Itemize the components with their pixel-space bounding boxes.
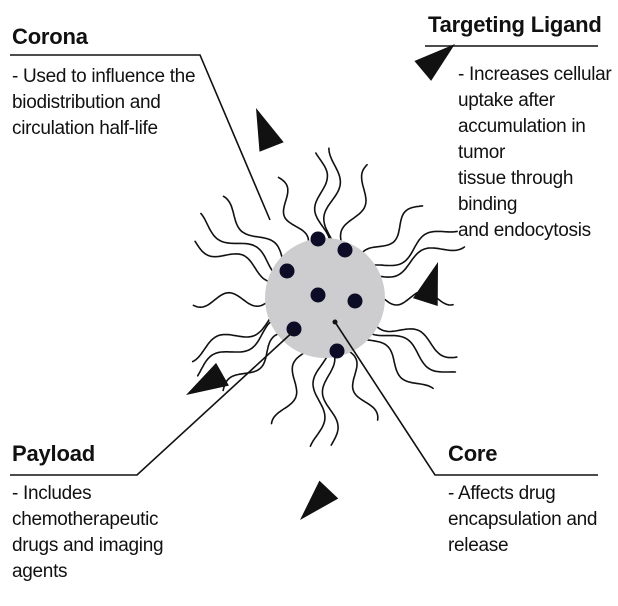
ligand-strand <box>224 196 283 258</box>
targeting-desc-line: uptake after <box>458 88 618 114</box>
payload-description: - Includes chemotherapeutic drugs and im… <box>12 481 163 585</box>
core-description: - Affects drug encapsulation and release <box>448 481 597 559</box>
targeting-ligand-description: - Increases cellular uptake after accumu… <box>458 62 618 244</box>
targeting-desc-line: and endocytosis <box>458 218 618 244</box>
ligand-strand <box>223 334 279 391</box>
targeting-ligand-title: Targeting Ligand <box>428 12 602 38</box>
ligand-strand <box>379 247 465 277</box>
corona-label: Corona - Used to influence the biodistri… <box>12 24 195 142</box>
payload-desc-line: drugs and imaging <box>12 533 163 559</box>
ligand-strand <box>279 177 309 242</box>
core-desc-line: - Affects drug <box>448 481 597 507</box>
core-leader-dot <box>333 320 338 325</box>
targeting-desc-line: tissue through binding <box>458 166 618 218</box>
corona-title: Corona <box>12 24 195 50</box>
payload-dot <box>348 294 363 309</box>
payload-desc-line: agents <box>12 559 163 585</box>
core-label: Core - Affects drug encapsulation and re… <box>448 441 597 559</box>
ligand-strand <box>349 351 378 420</box>
ligand-strand <box>272 352 305 423</box>
payload-desc-line: chemotherapeutic <box>12 507 163 533</box>
ligand-strand <box>362 206 422 253</box>
arrowhead-icon <box>414 44 455 81</box>
core-title: Core <box>448 441 597 467</box>
targeting-desc-line: accumulation in tumor <box>458 114 618 166</box>
arrowhead-icon <box>256 108 284 152</box>
ligand-strand <box>366 340 434 389</box>
payload-dot <box>280 264 295 279</box>
arrowhead-icon <box>300 481 338 520</box>
core-desc-line: encapsulation and <box>448 507 597 533</box>
ligand-strand <box>324 148 341 240</box>
ligand-strand <box>322 356 338 446</box>
payload-dot <box>330 344 345 359</box>
payload-dot <box>311 288 326 303</box>
core-desc-line: release <box>448 533 597 559</box>
corona-desc-line: - Used to influence the <box>12 64 195 90</box>
targeting-ligand-label: Targeting Ligand <box>428 12 602 38</box>
targeting-desc-line: - Increases cellular <box>458 62 618 88</box>
ligand-strand <box>371 334 455 372</box>
ligand-strand <box>373 231 457 265</box>
payload-dot <box>311 232 326 247</box>
corona-description: - Used to influence the biodistribution … <box>12 64 195 142</box>
ligand-strand <box>341 165 368 243</box>
ligand-strand <box>201 214 273 272</box>
payload-title: Payload <box>12 441 163 467</box>
corona-desc-line: circulation half-life <box>12 116 195 142</box>
ligand-strand <box>315 153 330 240</box>
arrowhead-icon <box>413 262 438 306</box>
payload-dot <box>338 243 353 258</box>
payload-desc-line: - Includes <box>12 481 163 507</box>
payload-label: Payload - Includes chemotherapeutic drug… <box>12 441 163 585</box>
ligand-strand <box>376 326 457 358</box>
ligand-strand <box>193 293 267 308</box>
payload-dot <box>287 322 302 337</box>
corona-desc-line: biodistribution and <box>12 90 195 116</box>
